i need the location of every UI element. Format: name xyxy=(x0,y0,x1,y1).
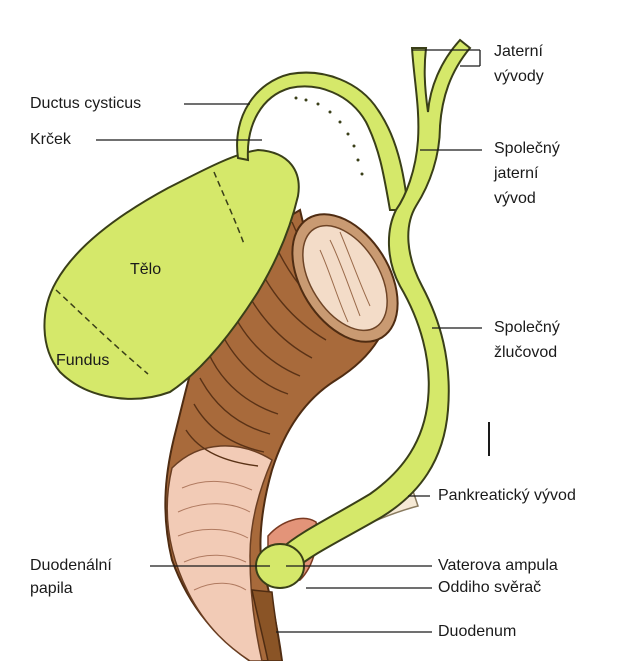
label-spolecny-jaterni-line1: Společný xyxy=(494,138,560,159)
label-duodenalni-line1: Duodenální xyxy=(30,555,112,576)
label-duodenalni-line2: papila xyxy=(30,578,73,599)
label-ductus-cysticus: Ductus cysticus xyxy=(30,93,141,114)
label-oddiho-sverac: Oddiho svěrač xyxy=(438,577,541,598)
label-fundus: Fundus xyxy=(56,350,109,371)
label-pankreaticky-vyvod: Pankreatický vývod xyxy=(438,485,576,506)
label-spolecny-zlucovod-line2: žlučovod xyxy=(494,342,557,363)
label-spolecny-jaterni-line2: jaterní xyxy=(494,163,538,184)
label-krcek: Krček xyxy=(30,129,71,150)
label-jaterni-vyvody-line2: vývody xyxy=(494,66,544,87)
label-jaterni-vyvody-line1: Jaterní xyxy=(494,41,543,62)
label-vaterova-ampula: Vaterova ampula xyxy=(438,555,558,576)
cystic-duct-spiral-valve xyxy=(295,97,364,176)
label-spolecny-jaterni-line3: vývod xyxy=(494,188,536,209)
label-spolecny-zlucovod-line1: Společný xyxy=(494,317,560,338)
label-telo: Tělo xyxy=(130,259,161,280)
label-duodenum: Duodenum xyxy=(438,621,516,642)
